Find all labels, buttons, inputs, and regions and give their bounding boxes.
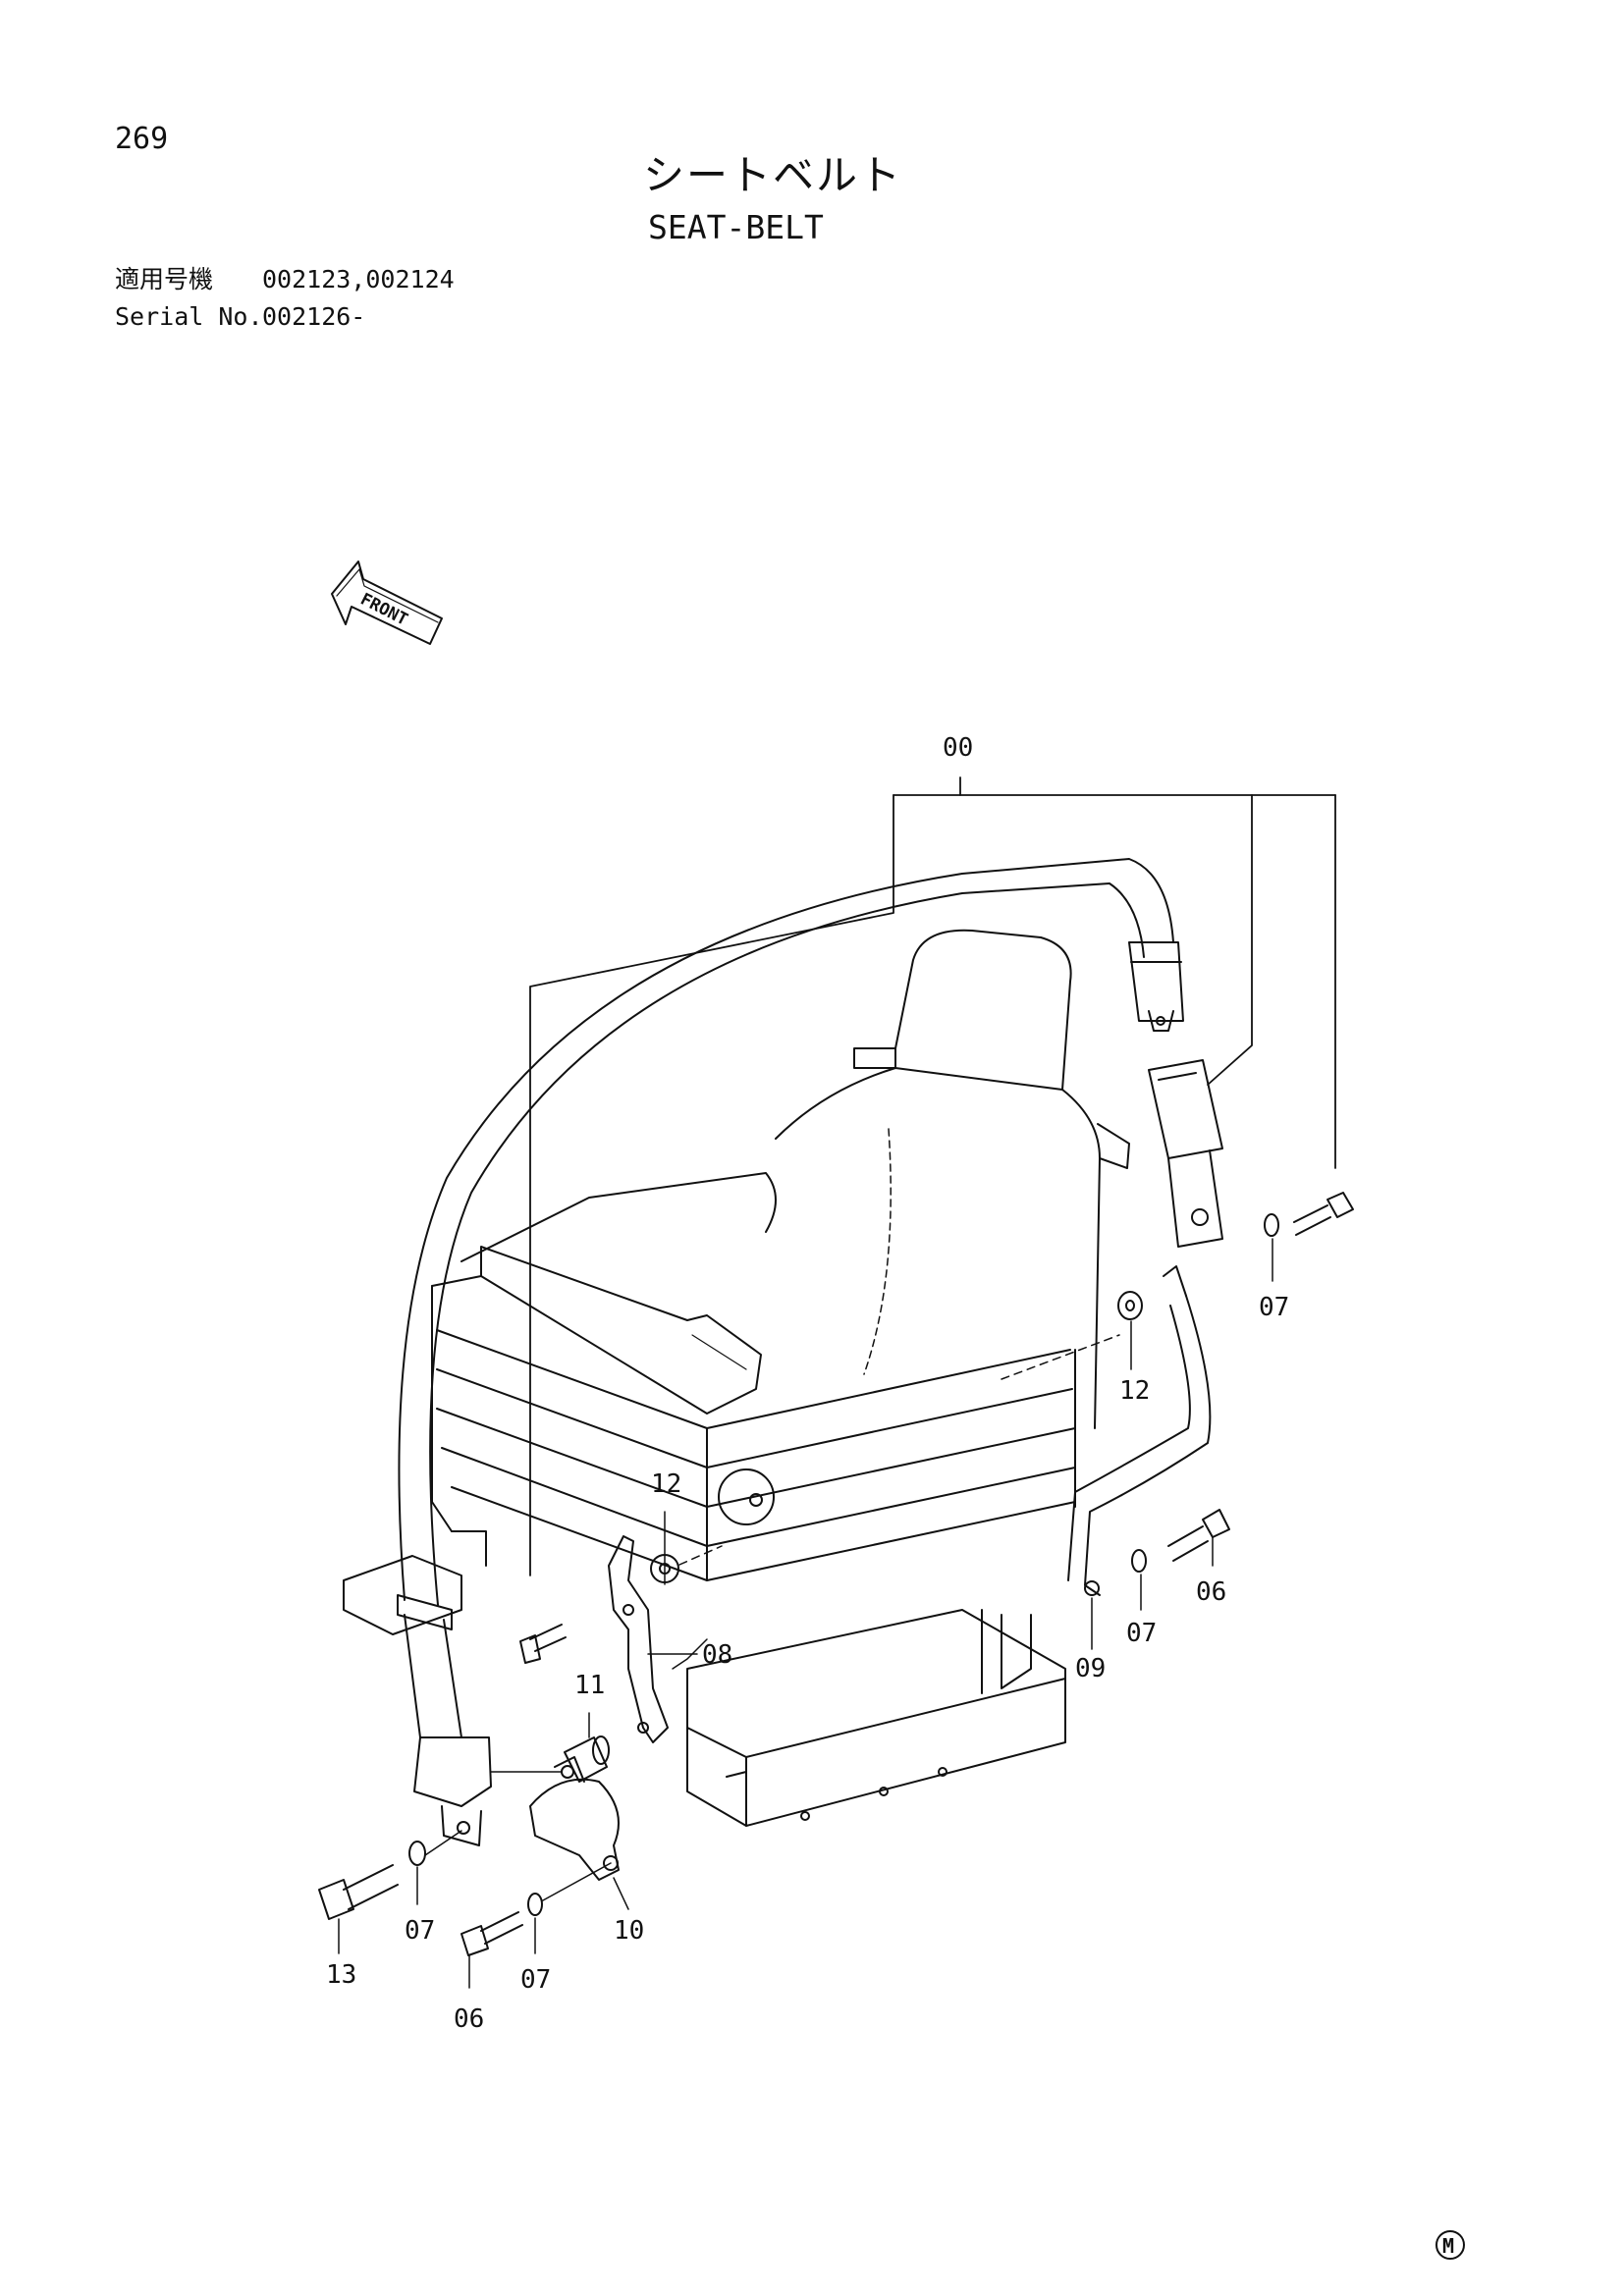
- leader-lines: [338, 1238, 1273, 1989]
- callout-06-right: 06: [1196, 1577, 1226, 1607]
- bolt-center-left: [519, 1624, 567, 1664]
- retractor-belt: [397, 858, 1184, 1846]
- front-arrow-icon: FRONT: [331, 561, 443, 645]
- serial-number-value: 002126-: [262, 302, 366, 331]
- bolt-06-right: [1167, 1509, 1230, 1562]
- washer-07-left: [408, 1841, 426, 1866]
- washer-07-lower: [527, 1893, 543, 1916]
- callout-10: 10: [614, 1916, 644, 1946]
- page-title-japanese: シートベルト: [643, 151, 903, 199]
- callout-09: 09: [1075, 1654, 1106, 1683]
- washer-12-right: [1117, 1291, 1143, 1320]
- callout-00: 00: [943, 733, 973, 763]
- page-title-english: SEAT-BELT: [648, 208, 824, 246]
- callout-07-left: 07: [405, 1916, 435, 1946]
- callout-13: 13: [326, 1960, 356, 1990]
- bolt-13: [318, 1864, 399, 1920]
- callout-07-right: 07: [1126, 1619, 1157, 1648]
- anchor-plate-10: [529, 1756, 620, 1881]
- circled-m-mark: M: [1435, 2230, 1465, 2260]
- bracket-08: [608, 1535, 669, 1743]
- assembly-bracket: [529, 776, 1336, 1576]
- seat-belt-buckle: [1148, 1059, 1223, 1248]
- belt-strap-09: [1067, 1265, 1212, 1596]
- page-number: 269: [115, 122, 169, 156]
- callout-12-right: 12: [1119, 1376, 1150, 1406]
- operator-seat: [343, 929, 1130, 1827]
- callout-07-upper: 07: [1259, 1293, 1289, 1322]
- callout-11: 11: [574, 1671, 605, 1700]
- callout-12-center: 12: [651, 1469, 681, 1499]
- applicable-serials-row: 適用号機 002123,002124: [115, 267, 455, 292]
- bolt-06-upper: [1293, 1192, 1354, 1236]
- callout-08: 08: [702, 1640, 732, 1670]
- serial-number-label: Serial No.: [115, 302, 263, 331]
- serial-number-row: Serial No.002126-: [115, 304, 365, 329]
- washer-07-upper: [1264, 1213, 1279, 1237]
- washer-07-right: [1131, 1549, 1147, 1573]
- washer-12-center: [650, 1545, 723, 1583]
- callout-07-lower: 07: [520, 1965, 551, 1995]
- applicable-serials-values: 002123,002124: [262, 265, 455, 294]
- circled-m-letter: M: [1442, 2234, 1454, 2258]
- callout-06-lower: 06: [454, 2004, 484, 2034]
- applicable-serials-label: 適用号機: [115, 265, 214, 294]
- bolt-06-lower: [460, 1911, 523, 1956]
